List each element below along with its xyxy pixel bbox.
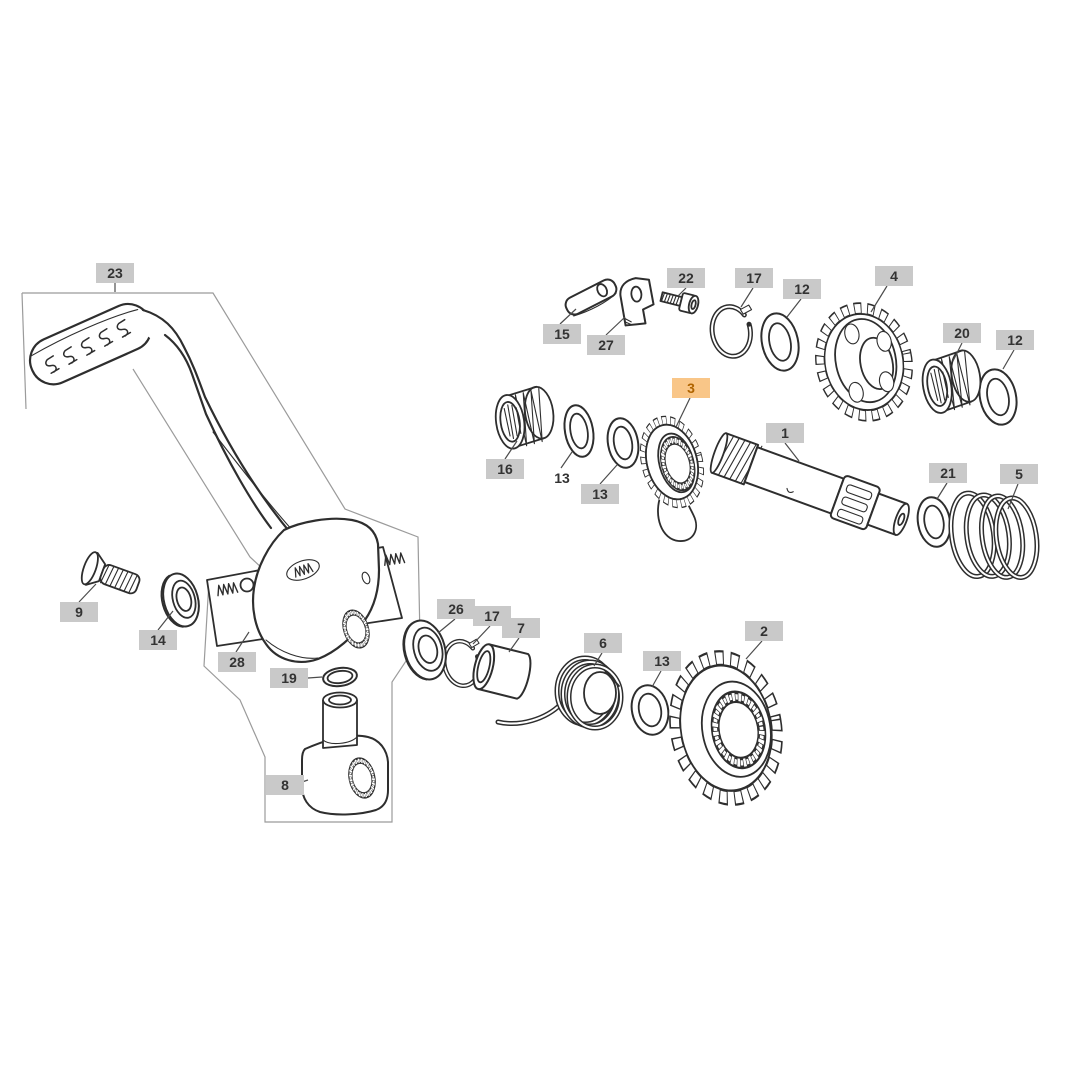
callout-17-top[interactable]: 17 (735, 268, 773, 288)
callout-22[interactable]: 22 (667, 268, 705, 288)
callout-12-left[interactable]: 12 (783, 279, 821, 299)
part-gear-4 (804, 293, 924, 431)
callout-8[interactable]: 8 (266, 775, 304, 795)
part-washer-12-left (760, 312, 800, 372)
callout-12-right[interactable]: 12 (996, 330, 1034, 350)
callout-4[interactable]: 4 (875, 266, 913, 286)
callout-28[interactable]: 28 (218, 652, 256, 672)
callout-23[interactable]: 23 (96, 263, 134, 283)
part-washer-14 (160, 572, 200, 628)
callout-13-c[interactable]: 13 (643, 651, 681, 671)
callout-14[interactable]: 14 (139, 630, 177, 650)
part-needle-bearing-16 (491, 384, 559, 452)
part-bushing-7 (472, 643, 532, 700)
callout-9[interactable]: 9 (60, 602, 98, 622)
callout-15[interactable]: 15 (543, 324, 581, 344)
part-torsion-spring-6 (495, 655, 624, 731)
part-needle-bearing-20 (917, 347, 987, 417)
part-kick-lever-23 (28, 302, 381, 663)
callout-21[interactable]: 21 (929, 463, 967, 483)
part-washer-12-right (978, 368, 1018, 426)
part-knuckle-8 (301, 691, 389, 816)
part-shaft-1 (709, 432, 910, 536)
callout-27[interactable]: 27 (587, 335, 625, 355)
part-bracket-27 (619, 277, 655, 327)
callout-19[interactable]: 19 (270, 668, 308, 688)
part-circlip-17-top (708, 303, 759, 360)
callout-26[interactable]: 26 (437, 599, 475, 619)
callout-13-b[interactable]: 13 (581, 484, 619, 504)
callout-13-a[interactable]: 13 (554, 470, 570, 486)
part-ratchet-gear-3 (630, 408, 722, 542)
part-washer-21 (916, 496, 952, 548)
callout-7[interactable]: 7 (502, 618, 540, 638)
part-screw-22 (659, 291, 700, 315)
callout-3-highlighted[interactable]: 3 (672, 378, 710, 398)
leader-lines (78, 283, 1019, 785)
part-washer-26 (402, 619, 447, 681)
callout-17-mid[interactable]: 17 (473, 606, 511, 626)
callout-5[interactable]: 5 (1000, 464, 1038, 484)
callout-20[interactable]: 20 (943, 323, 981, 343)
callout-1[interactable]: 1 (766, 423, 804, 443)
part-washer-13-a (563, 404, 595, 458)
part-oring-19 (322, 666, 358, 688)
part-washer-13-c (630, 684, 670, 736)
callout-16[interactable]: 16 (486, 459, 524, 479)
part-washer-13-b (606, 417, 640, 469)
part-spring-5 (948, 490, 1040, 580)
part-gear-2 (657, 641, 795, 815)
callout-2[interactable]: 2 (745, 621, 783, 641)
part-bolt-9 (80, 551, 141, 595)
part-plate-15 (564, 278, 618, 317)
callout-6[interactable]: 6 (584, 633, 622, 653)
